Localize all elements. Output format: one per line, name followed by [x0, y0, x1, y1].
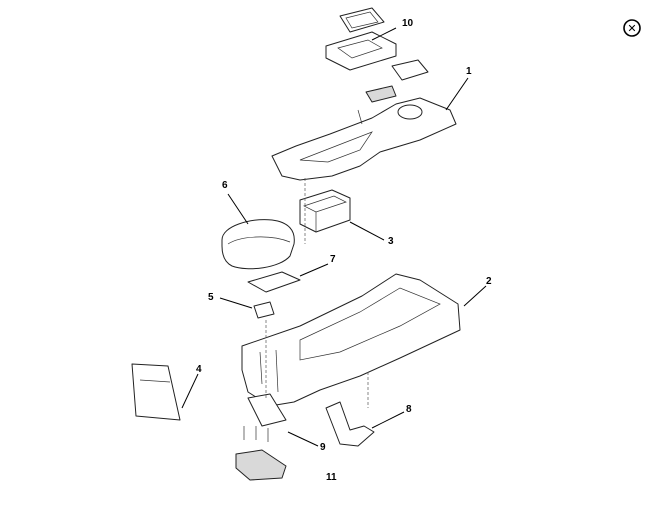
part-10-upper-tray	[325, 7, 429, 81]
callout-6: 6	[222, 180, 228, 191]
callout-11: 11	[326, 472, 337, 483]
part-2-main-console-body	[241, 273, 461, 407]
part-5-bracket	[253, 301, 275, 319]
part-1-upper-console-panel	[271, 85, 457, 181]
callout-9: 9	[320, 442, 326, 453]
callout-labels: 10 1 6 3 7 2 5 4 8 9 11	[196, 18, 492, 483]
part-4-side-cover	[131, 363, 181, 421]
callout-10: 10	[402, 18, 414, 29]
part-3-storage-box	[299, 189, 351, 233]
part-6-armrest-lid	[221, 219, 295, 270]
callout-3: 3	[388, 236, 394, 247]
callout-8: 8	[406, 404, 412, 415]
close-circle-icon	[623, 19, 641, 37]
callout-4: 4	[196, 364, 202, 375]
part-8-rear-bracket	[325, 401, 375, 447]
close-glyph: ✕	[627, 22, 636, 35]
leader-lines	[181, 27, 487, 447]
part-7-pad	[247, 271, 301, 293]
part-9-mounting-bracket	[243, 393, 287, 442]
callout-1: 1	[466, 66, 472, 77]
close-button[interactable]: ✕	[623, 19, 641, 37]
callout-7: 7	[330, 254, 336, 265]
callout-5: 5	[208, 292, 214, 303]
part-11-lower-bracket	[235, 449, 287, 481]
callout-2: 2	[486, 276, 492, 287]
alignment-lines	[265, 178, 369, 408]
